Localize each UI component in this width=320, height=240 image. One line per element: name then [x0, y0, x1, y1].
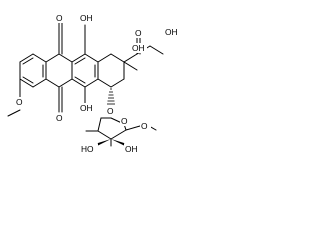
glycoside-hash-bond [107, 88, 115, 105]
ketone-oxygen: O [135, 28, 142, 38]
ring-c-bonds [71, 24, 99, 111]
sugar-hydroxyl-left: HO [81, 144, 94, 154]
ring-a-bonds [19, 53, 47, 88]
side-chain-bonds [123, 36, 164, 71]
hydroxyl-label-bottom-ring: OH [80, 103, 93, 113]
terminal-hydroxyl: OH [165, 27, 178, 37]
structural-formula: O OH O OH OH O O OH O O O HO OH [7, 13, 183, 154]
aryl-methoxy-bonds [7, 78, 21, 117]
ring-b-bonds [45, 20, 73, 113]
ring-d-bonds [97, 53, 125, 88]
quinone-oxygen-bottom: O [56, 113, 63, 123]
tertiary-hydroxyl: OH [132, 43, 145, 53]
atom-labels: O OH O OH OH O O OH O O O HO OH [15, 13, 183, 154]
hydroxyl-label-top-ring: OH [80, 13, 93, 23]
aryl-methoxy-oxygen: O [16, 97, 23, 107]
sugar-hydroxyl-right: OH [125, 144, 138, 154]
sugar-wedge-bonds [97, 139, 125, 146]
quinone-oxygen-top: O [56, 13, 63, 23]
sugar-methoxy-oxygen: O [141, 121, 148, 131]
molecule-structure-diagram: O OH O OH OH O O OH O O O HO OH [0, 0, 204, 160]
sugar-ring-oxygen: O [121, 116, 128, 126]
glycosidic-oxygen: O [107, 106, 114, 116]
